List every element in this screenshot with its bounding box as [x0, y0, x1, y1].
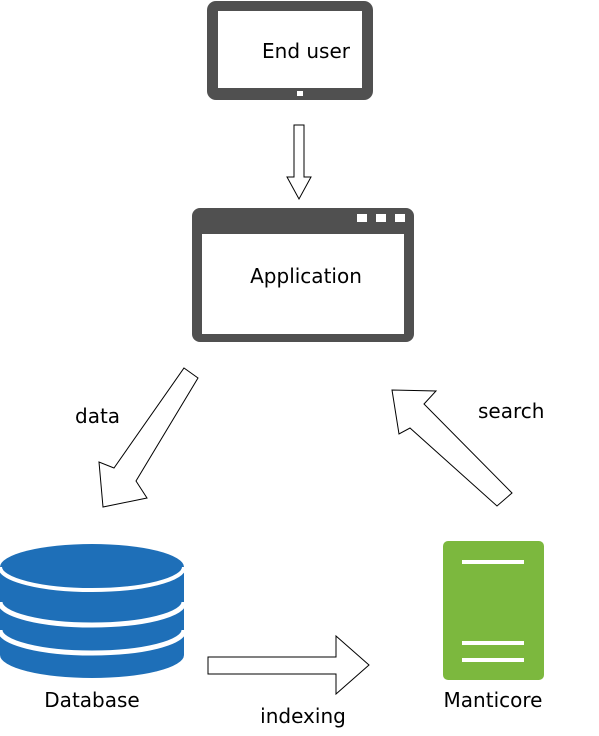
end-user-node: End user	[207, 1, 373, 100]
manticore-node: Manticore	[443, 541, 544, 712]
user-to-app-arrow	[286, 124, 312, 201]
application-node: Application	[192, 208, 414, 342]
tablet-icon	[207, 1, 373, 100]
browser-window-icon	[192, 208, 414, 342]
manticore-label: Manticore	[444, 688, 543, 712]
server-icon	[443, 541, 544, 680]
app-to-db-arrow	[98, 367, 199, 508]
search-label: search	[478, 399, 544, 423]
database-cylinder-icon	[0, 544, 187, 678]
manticore-to-app-arrow	[391, 389, 513, 507]
database-node: Database	[0, 544, 187, 712]
db-to-manticore-arrow	[207, 634, 370, 696]
database-label: Database	[44, 688, 139, 712]
data-label: data	[75, 404, 120, 428]
end-user-label: End user	[262, 39, 351, 63]
indexing-label: indexing	[260, 704, 346, 728]
application-label: Application	[250, 264, 362, 288]
